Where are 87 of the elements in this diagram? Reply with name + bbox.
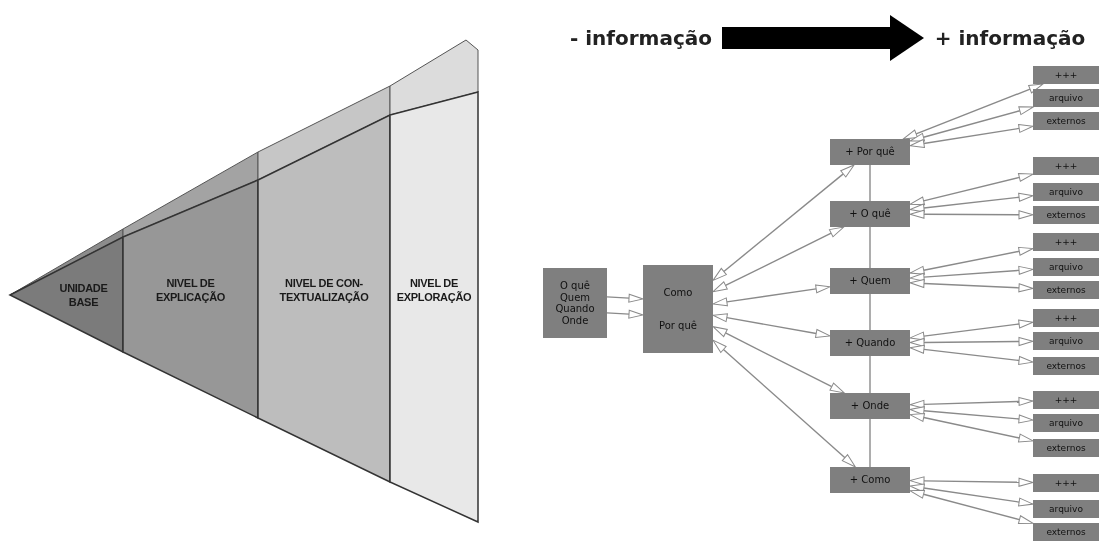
- arrow: [909, 396, 1034, 409]
- connector-line: [869, 164, 871, 202]
- box-label: +++: [1054, 312, 1078, 324]
- box-label: +++: [1054, 394, 1078, 406]
- box-label: arquivo: [1049, 335, 1083, 347]
- arrow: [909, 476, 1034, 487]
- process-box: [1033, 332, 1099, 350]
- arrow: [712, 326, 845, 394]
- arrow: [909, 279, 1034, 293]
- process-box: [830, 201, 910, 227]
- box-label: O quê Quem Quando Onde: [554, 280, 596, 326]
- arrow: [712, 339, 856, 468]
- process-box: [1033, 89, 1099, 107]
- process-box: [1033, 500, 1099, 518]
- arrow: [909, 337, 1034, 347]
- box-label: +++: [1054, 160, 1078, 172]
- arrow: [909, 123, 1034, 148]
- box-label: externos: [1046, 442, 1086, 454]
- box-label: arquivo: [1049, 186, 1083, 198]
- info-label: - informação: [560, 22, 722, 54]
- process-box: [1033, 474, 1099, 492]
- process-box: [1033, 258, 1099, 276]
- box-label: +++: [1054, 69, 1078, 81]
- box-label: Por quê: [659, 319, 697, 332]
- process-box: [643, 265, 713, 353]
- arrow: [606, 293, 644, 303]
- arrow: [909, 319, 1034, 341]
- process-box: [1033, 281, 1099, 299]
- process-box: [1033, 414, 1099, 432]
- box-label: externos: [1046, 209, 1086, 221]
- arrow: [909, 192, 1034, 213]
- process-box: [1033, 66, 1099, 84]
- process-box: [830, 268, 910, 294]
- process-box: [830, 330, 910, 356]
- box-label: +++: [1054, 477, 1078, 489]
- arrow: [712, 226, 845, 293]
- box-label: + Quando: [844, 337, 896, 349]
- connector-line: [869, 293, 871, 331]
- connector-line: [869, 226, 871, 269]
- box-label: externos: [1046, 284, 1086, 296]
- box-label: + Como: [849, 474, 891, 486]
- box-label: + Por quê: [845, 146, 895, 158]
- process-box: [1033, 233, 1099, 251]
- arrow: [909, 246, 1034, 275]
- box-label: arquivo: [1049, 417, 1083, 429]
- process-box: [1033, 183, 1099, 201]
- arrow: [909, 483, 1034, 507]
- arrow: [909, 413, 1034, 443]
- process-box: [1033, 391, 1099, 409]
- process-box: [1033, 309, 1099, 327]
- box-label: arquivo: [1049, 92, 1083, 104]
- process-box: [1033, 157, 1099, 175]
- connector-line: [869, 355, 871, 394]
- arrow: [902, 83, 1044, 140]
- arrow: [712, 164, 855, 281]
- connector-line: [869, 418, 871, 468]
- arrow: [606, 309, 644, 319]
- process-box: [1033, 523, 1099, 541]
- arrow: [909, 344, 1034, 365]
- arrow: [909, 406, 1034, 424]
- arrow: [722, 15, 924, 61]
- process-box: [1033, 357, 1099, 375]
- box-label: arquivo: [1049, 261, 1083, 273]
- arrow: [712, 284, 831, 307]
- box-label: externos: [1046, 526, 1086, 538]
- box-label: + Onde: [850, 400, 890, 412]
- arrow: [909, 489, 1034, 524]
- box-label: + O quê: [849, 208, 891, 220]
- process-box: [1033, 439, 1099, 457]
- box-label: +++: [1054, 236, 1078, 248]
- process-box: [830, 139, 910, 165]
- info-label: + informação: [924, 22, 1096, 54]
- arrow: [909, 265, 1034, 282]
- arrow: [909, 173, 1034, 206]
- box-label: + Quem: [849, 275, 891, 287]
- box-label: arquivo: [1049, 503, 1083, 515]
- arrow: [909, 209, 1034, 220]
- box-label: externos: [1046, 115, 1086, 127]
- process-box: [1033, 112, 1099, 130]
- box-label: Como: [663, 286, 693, 299]
- process-box: [543, 268, 607, 338]
- arrow: [909, 106, 1034, 142]
- process-box: [1033, 206, 1099, 224]
- box-label: externos: [1046, 360, 1086, 372]
- process-box: [830, 467, 910, 493]
- arrow: [712, 313, 831, 338]
- process-box: [830, 393, 910, 419]
